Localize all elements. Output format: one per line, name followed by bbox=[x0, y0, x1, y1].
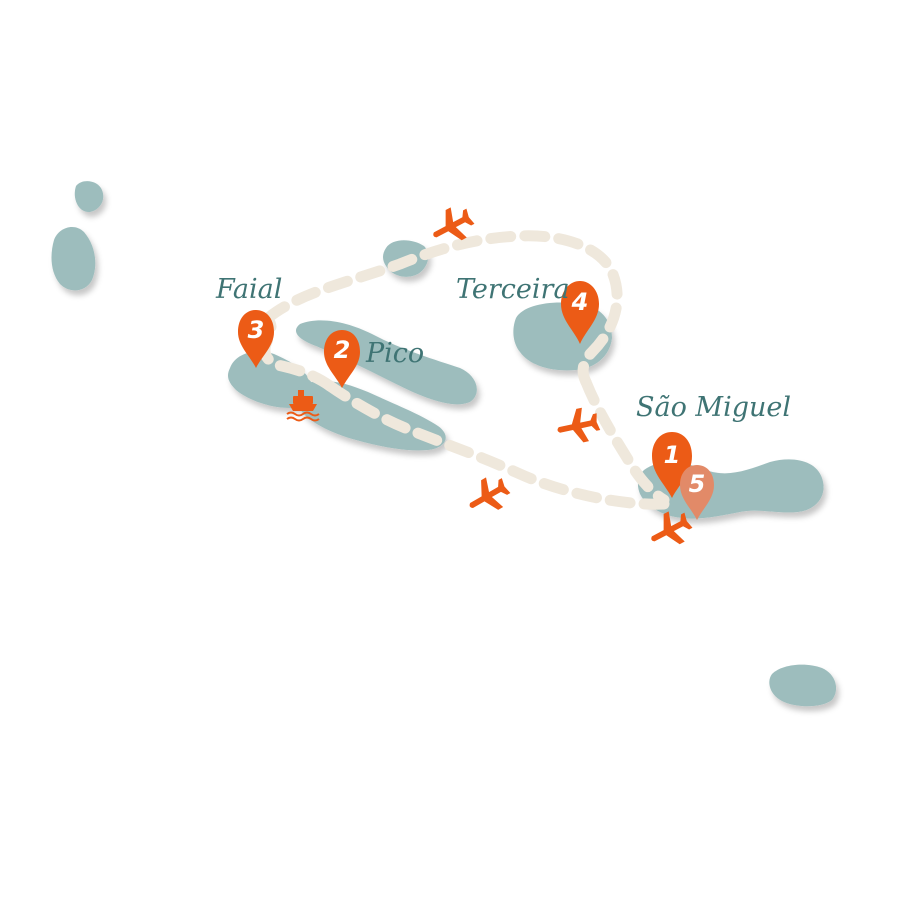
stop-number: 3 bbox=[248, 316, 265, 344]
label-sao-miguel: São Miguel bbox=[636, 392, 791, 423]
plane-icon bbox=[554, 404, 602, 448]
stop-pins-layer: 3 2 4 1 5 bbox=[238, 281, 714, 520]
stop-pin-2[interactable]: 2 bbox=[324, 330, 360, 388]
label-pico: Pico bbox=[365, 338, 424, 369]
transport-layer bbox=[286, 201, 697, 555]
label-terceira: Terceira bbox=[456, 274, 570, 305]
plane-icon bbox=[461, 470, 515, 522]
islands-layer bbox=[51, 181, 837, 707]
flores-island bbox=[74, 181, 104, 213]
stop-number: 1 bbox=[664, 441, 681, 469]
stop-pin-5[interactable]: 5 bbox=[680, 465, 714, 520]
corvo-flores-island bbox=[51, 226, 96, 291]
stop-pin-3[interactable]: 3 bbox=[238, 310, 274, 368]
ferry-icon bbox=[286, 390, 320, 422]
flight-path-sao-miguel-pico bbox=[324, 380, 670, 510]
labels-layer: Faial Pico Terceira São Miguel bbox=[215, 274, 791, 423]
stop-number: 4 bbox=[571, 288, 589, 316]
label-faial: Faial bbox=[215, 274, 282, 305]
santa-maria-island bbox=[769, 664, 837, 707]
flight-path-faial-terceira bbox=[262, 230, 623, 388]
stop-number: 2 bbox=[334, 336, 351, 364]
stop-pin-4[interactable]: 4 bbox=[561, 281, 599, 344]
stop-number: 5 bbox=[689, 470, 706, 498]
